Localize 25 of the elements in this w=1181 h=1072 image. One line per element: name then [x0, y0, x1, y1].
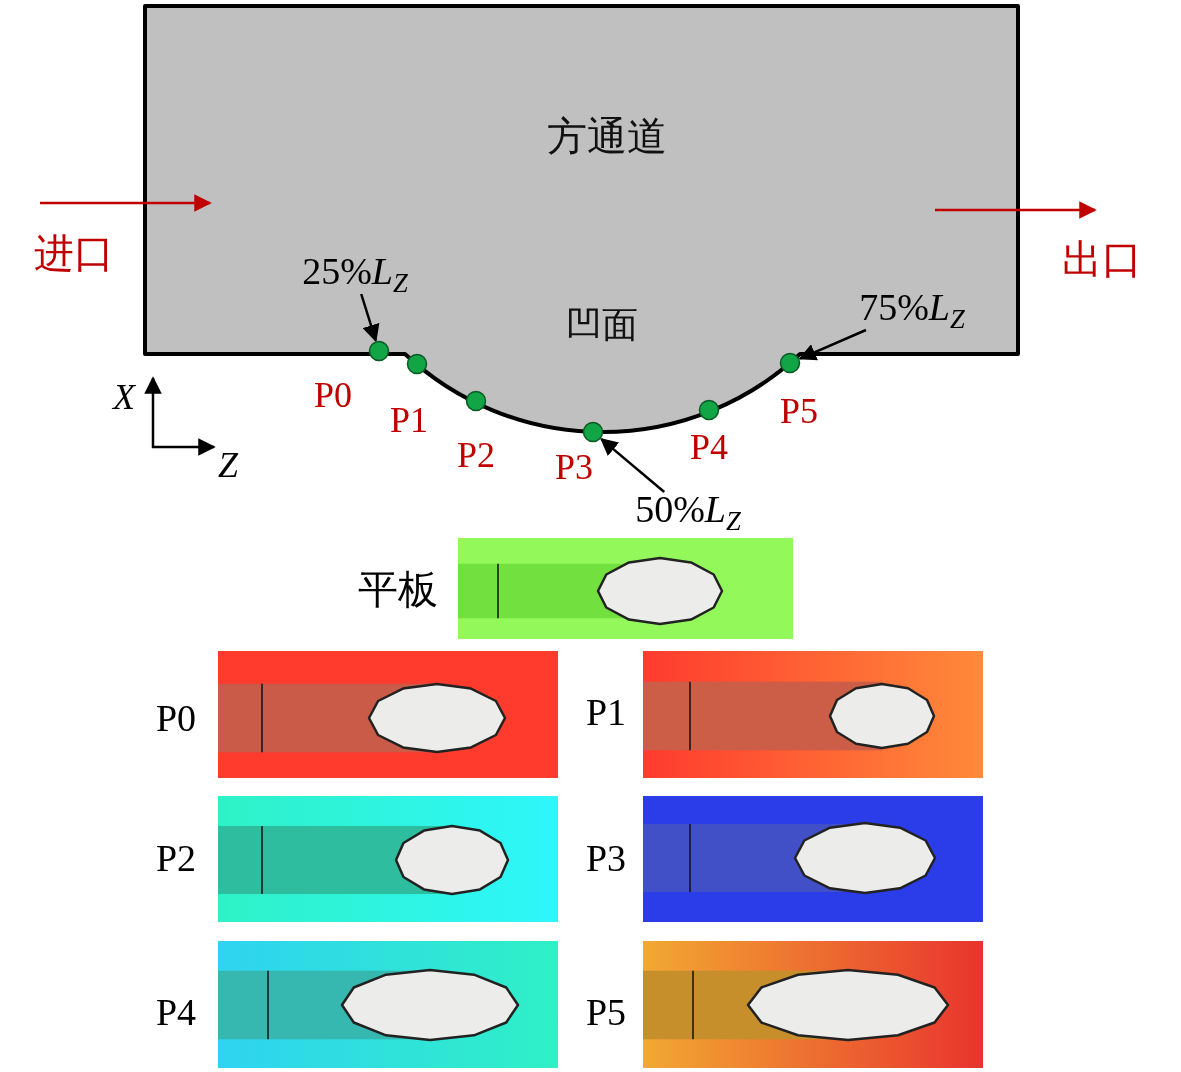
point-label: P0	[314, 377, 352, 413]
panel-label: P0	[155, 699, 197, 737]
position-label: 50%L$_{Z}$	[635, 489, 741, 535]
channel-title: 方通道	[547, 117, 667, 157]
leader-arrow	[798, 328, 867, 361]
point-label: P4	[690, 429, 728, 465]
inlet-label: 进口	[34, 234, 114, 274]
panel-label: P4	[155, 993, 197, 1031]
axis-label: X	[113, 379, 135, 415]
leader-arrow	[600, 437, 666, 493]
surface-label: 凹面	[566, 307, 638, 343]
panel-label: P5	[585, 993, 627, 1031]
axis-label: Z	[218, 447, 238, 483]
point-label: P5	[780, 393, 818, 429]
position-label: 75%L$_{Z}$	[859, 287, 965, 333]
point-label: P3	[555, 449, 593, 485]
point-label: P2	[457, 437, 495, 473]
leader-arrow	[360, 293, 380, 343]
position-label: 25%L$_{Z}$	[302, 251, 408, 297]
point-label: P1	[390, 402, 428, 438]
outlet-label: 出口	[1062, 240, 1142, 280]
panel-label: P3	[585, 839, 627, 877]
panel-label: 平板	[358, 570, 438, 610]
panel-label: P1	[585, 693, 627, 731]
panel-label: P2	[155, 839, 197, 877]
